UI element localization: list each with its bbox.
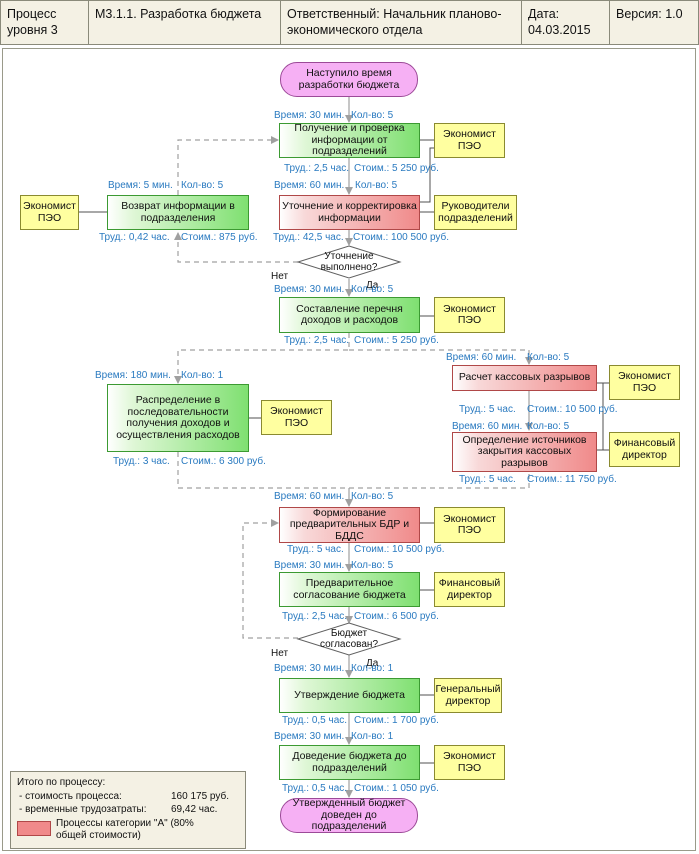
return-labor: Труд.: 0,42 час. bbox=[99, 232, 170, 243]
cash-cost: Стоим.: 10 500 руб. bbox=[527, 404, 618, 415]
role-form-bdr: Экономист ПЭО bbox=[434, 507, 505, 543]
legend-red-swatch bbox=[17, 821, 51, 836]
form-count: Кол-во: 5 bbox=[351, 491, 394, 502]
approve-time: Время: 30 мин. bbox=[274, 663, 345, 674]
approve-labor: Труд.: 0,5 час. bbox=[282, 715, 348, 726]
flow-return-to-get-info bbox=[177, 136, 279, 195]
start-event: Наступило время разработки бюджета bbox=[280, 62, 418, 97]
list-labor: Труд.: 2,5 час. bbox=[284, 335, 350, 346]
prelim-count: Кол-во: 5 bbox=[351, 560, 394, 571]
clarify-count: Кол-во: 5 bbox=[355, 180, 398, 191]
approve-count: Кол-во: 1 bbox=[351, 663, 394, 674]
decision1-no: Нет bbox=[271, 271, 289, 282]
return-time: Время: 5 мин. bbox=[108, 180, 173, 191]
flow-list-to-cash-gaps bbox=[349, 349, 533, 365]
role-distribute: Экономист ПЭО bbox=[261, 400, 332, 435]
end-event: Утвержденный бюджет доведен до подраздел… bbox=[280, 798, 418, 833]
step-get-info: Получение и проверка информации от подра… bbox=[279, 123, 420, 158]
cash-time: Время: 60 мин. bbox=[446, 352, 517, 363]
flow-decision2-no bbox=[242, 519, 298, 639]
cash-labor: Труд.: 5 час. bbox=[459, 404, 516, 415]
role-sources: Финансовый директор bbox=[609, 432, 680, 467]
clarify-cost: Стоим.: 100 500 руб. bbox=[353, 232, 450, 243]
step-prelim: Предварительное согласование бюджета bbox=[279, 572, 420, 607]
decision1-label: Уточнение выполнено? bbox=[320, 251, 378, 273]
clarify-time: Время: 60 мин. bbox=[274, 180, 345, 191]
prelim-cost: Стоим.: 6 500 руб. bbox=[354, 611, 439, 622]
step-cash-gaps: Расчет кассовых разрывов bbox=[452, 365, 597, 391]
step-return-info: Возврат информации в подразделения bbox=[107, 195, 249, 230]
role-get-info: Экономист ПЭО bbox=[434, 123, 505, 158]
list-cost: Стоим.: 5 250 руб. bbox=[354, 335, 439, 346]
assoc-clarify-get-info bbox=[420, 147, 434, 203]
list-count: Кол-во: 5 bbox=[351, 284, 394, 295]
flow-merge-bottom bbox=[177, 452, 530, 489]
role-approve: Генеральный директор bbox=[434, 678, 502, 713]
distribute-cost: Стоим.: 6 300 руб. bbox=[181, 456, 266, 467]
deliver-count: Кол-во: 1 bbox=[351, 731, 394, 742]
version: Версия: 1.0 bbox=[609, 0, 699, 45]
legend-time-label: - временные трудозатраты: bbox=[19, 804, 147, 815]
legend-title: Итого по процессу: bbox=[17, 777, 106, 788]
decision2-diamond bbox=[296, 622, 402, 656]
clarify-labor: Труд.: 42,5 час. bbox=[273, 232, 344, 243]
role-prelim: Финансовый директор bbox=[434, 572, 505, 607]
sources-time: Время: 60 мин. bbox=[452, 421, 523, 432]
return-cost: Стоим.: 875 руб. bbox=[181, 232, 258, 243]
list-time: Время: 30 мин. bbox=[274, 284, 345, 295]
legend-summary: Итого по процессу: - стоимость процесса:… bbox=[10, 771, 246, 849]
header: Процесс уровня 3 М3.1.1. Разработка бюдж… bbox=[0, 0, 699, 46]
distribute-time: Время: 180 мин. bbox=[95, 370, 171, 381]
prelim-time: Время: 30 мин. bbox=[274, 560, 345, 571]
sources-labor: Труд.: 5 час. bbox=[459, 474, 516, 485]
prelim-labor: Труд.: 2,5 час. bbox=[282, 611, 348, 622]
approve-cost: Стоим.: 1 700 руб. bbox=[354, 715, 439, 726]
step-form-bdr: Формирование предварительных БДР и БДДС bbox=[279, 507, 420, 543]
role-cash-gaps: Экономист ПЭО bbox=[609, 365, 680, 400]
legend-cost-value: 160 175 руб. bbox=[171, 791, 229, 802]
flow-list-to-distribute bbox=[174, 333, 350, 384]
date: Дата: 04.03.2015 bbox=[521, 0, 610, 45]
decision2-no: Нет bbox=[271, 648, 289, 659]
responsible: Ответственный: Начальник планово-экономи… bbox=[280, 0, 522, 45]
decision1-diamond bbox=[296, 245, 402, 279]
decision2-label: Бюджет согласован? bbox=[319, 628, 379, 650]
legend-time-value: 69,42 час. bbox=[171, 804, 218, 815]
sources-count: Кол-во: 5 bbox=[527, 421, 570, 432]
get-info-count: Кол-во: 5 bbox=[351, 110, 394, 121]
form-cost: Стоим.: 10 500 руб. bbox=[354, 544, 445, 555]
decision2-yes: Да bbox=[366, 658, 379, 669]
distribute-labor: Труд.: 3 час. bbox=[113, 456, 170, 467]
step-approve: Утверждение бюджета bbox=[279, 678, 420, 713]
flow-decision1-no bbox=[174, 232, 298, 263]
step-sources: Определение источников закрытия кассовых… bbox=[452, 432, 597, 472]
step-distribute: Распределение в последовательности получ… bbox=[107, 384, 249, 452]
assoc-cash-sources bbox=[602, 382, 609, 450]
deliver-time: Время: 30 мин. bbox=[274, 731, 345, 742]
sources-cost: Стоим.: 11 750 руб. bbox=[527, 474, 617, 485]
step-deliver: Доведение бюджета до подразделений bbox=[279, 745, 420, 780]
get-info-labor: Труд.: 2,5 час. bbox=[284, 163, 350, 174]
cash-count: Кол-во: 5 bbox=[527, 352, 570, 363]
form-labor: Труд.: 5 час. bbox=[287, 544, 344, 555]
process-level: Процесс уровня 3 bbox=[0, 0, 89, 45]
role-clarify: Руководители подразделений bbox=[434, 195, 517, 230]
form-time: Время: 60 мин. bbox=[274, 491, 345, 502]
diagram-frame bbox=[2, 48, 696, 851]
deliver-cost: Стоим.: 1 050 руб. bbox=[354, 783, 439, 794]
legend-category: Процессы категории "А" (80% общей стоимо… bbox=[56, 818, 194, 841]
deliver-labor: Труд.: 0,5 час. bbox=[282, 783, 348, 794]
step-list: Составление перечня доходов и расходов bbox=[279, 297, 420, 333]
step-clarify: Уточнение и корректировка информации bbox=[279, 195, 420, 230]
distribute-count: Кол-во: 1 bbox=[181, 370, 224, 381]
get-info-time: Время: 30 мин. bbox=[274, 110, 345, 121]
role-return: Экономист ПЭО bbox=[20, 195, 79, 230]
return-count: Кол-во: 5 bbox=[181, 180, 224, 191]
role-list: Экономист ПЭО bbox=[434, 297, 505, 333]
get-info-cost: Стоим.: 5 250 руб. bbox=[354, 163, 439, 174]
role-deliver: Экономист ПЭО bbox=[434, 745, 505, 780]
legend-cost-label: - стоимость процесса: bbox=[19, 791, 122, 802]
decision1-yes: Да bbox=[366, 280, 379, 291]
